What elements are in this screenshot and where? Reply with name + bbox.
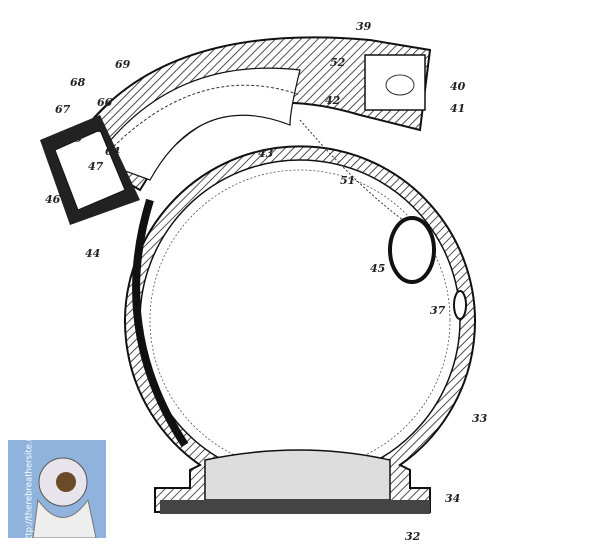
lamp-housing [364, 54, 426, 111]
reference-numeral: 45 [370, 262, 385, 275]
reference-numeral: 66 [97, 96, 113, 109]
helmet-interior [139, 159, 461, 481]
reference-numeral: 64 [105, 145, 120, 158]
reference-numeral: 68 [70, 76, 86, 89]
reference-numeral: 37 [430, 304, 446, 317]
watermark-text: http://therebreathersite.nl [24, 433, 35, 545]
reference-numeral: 39 [356, 20, 372, 33]
watermark-logo: http://therebreathersite.nl [8, 434, 106, 544]
reference-numeral: 52 [330, 56, 346, 69]
inner-liner [132, 198, 189, 448]
reference-numeral: 40 [450, 80, 466, 93]
reference-numeral: 44 [85, 247, 100, 260]
reference-numeral: 32 [405, 530, 421, 543]
window-45 [388, 216, 436, 284]
neck-ring [204, 449, 391, 501]
reference-numeral: 46 [45, 193, 61, 206]
wire-51 [299, 119, 411, 226]
reference-numeral: 34 [445, 492, 460, 505]
reference-numeral: 47 [88, 160, 104, 173]
base-plate [160, 500, 430, 514]
reference-labels: 39 52 40 41 69 68 67 66 64 49 64 47 46 4… [45, 20, 488, 543]
reference-numeral: 51 [340, 174, 355, 187]
reference-numeral: 69 [115, 58, 131, 71]
lamp-bulb [385, 74, 415, 96]
reference-numeral: 64 [88, 122, 103, 135]
reference-numeral: 41 [450, 102, 465, 115]
reference-numeral: 43 [258, 147, 274, 160]
diver-helmet-icon [32, 457, 97, 538]
window-37 [453, 290, 467, 320]
reference-numeral: 42 [325, 94, 341, 107]
reference-numeral: 67 [55, 103, 71, 116]
reference-numeral: 49 [67, 132, 83, 145]
reference-numeral: 33 [472, 412, 488, 425]
